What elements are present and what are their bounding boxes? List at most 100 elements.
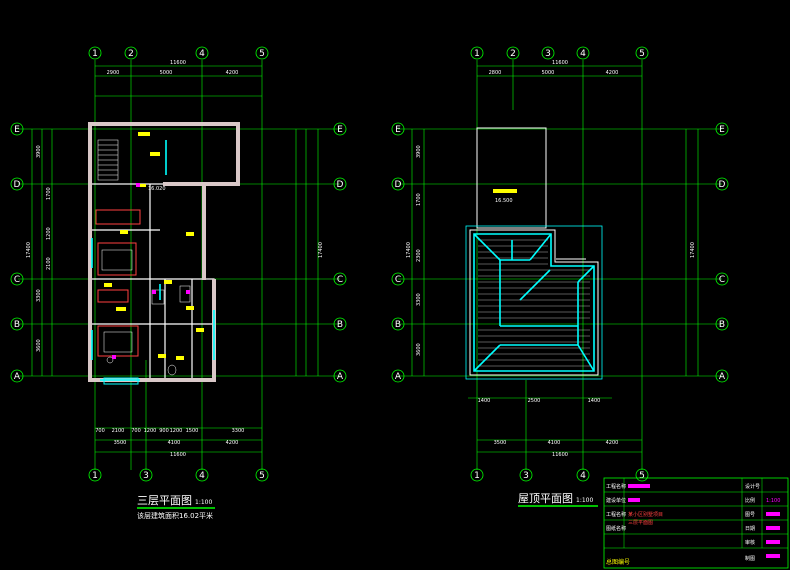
right-row-bubbles-right: E D C B A [715, 122, 729, 383]
axis-bubble-label: 5 [639, 49, 645, 59]
dim-text: 4200 [606, 440, 619, 446]
dim-text: 11600 [552, 452, 568, 458]
axis-bubble-label: D [395, 180, 402, 190]
dim-text: 17400 [26, 242, 32, 258]
dim-text: 1200 [46, 227, 52, 240]
axis-bubble-label: 1 [92, 49, 98, 59]
axis-bubble-label: 3 [545, 49, 551, 59]
axis-bubble-label: 1 [474, 471, 480, 481]
title-block-label: 工程名称 [606, 483, 626, 490]
dim-text: 2500 [528, 398, 541, 404]
dim-text: 17400 [690, 242, 696, 258]
title-block-field [766, 554, 780, 558]
right-top-axis-bubbles: 1 2 3 4 5 [470, 46, 649, 60]
title-block-field [766, 526, 780, 530]
axis-bubble-label: C [337, 275, 343, 285]
axis-bubble-label: 4 [580, 471, 586, 481]
title-block: 工程名称 建设单位 工程名称 图纸名称 某小区别墅项目 三层平面图 设计号 比例… [603, 477, 789, 569]
dim-text: 1700 [46, 187, 52, 200]
title-block-field [766, 512, 780, 516]
dim-text: 11600 [170, 452, 186, 458]
right-plan-title: 屋顶平面图 [518, 492, 573, 505]
dim-text: 3300 [232, 428, 245, 434]
left-markers [112, 183, 190, 359]
third-floor-plan: 16.020 1 2 4 5 1 3 4 5 E D [10, 46, 347, 520]
dim-text: 3300 [36, 289, 42, 302]
left-plan-title: 三层平面图 [137, 494, 192, 507]
right-grid-lines [398, 60, 722, 470]
right-plan-scale: 1:100 [576, 497, 593, 504]
axis-bubble-label: A [14, 372, 21, 382]
left-plan-subtitle: 该层建筑面积16.02平米 [137, 511, 213, 520]
title-block-right-value: 1:100 [766, 498, 780, 504]
title-block-right-label: 日期 [745, 526, 755, 532]
dim-text: 2300 [416, 249, 422, 262]
dim-text: 2100 [46, 257, 52, 270]
left-top-axis-bubbles: 1 2 4 5 [88, 46, 269, 60]
axis-bubble-label: 1 [474, 49, 480, 59]
axis-bubble-label: 5 [639, 471, 645, 481]
right-bottom-axis-bubbles: 1 3 4 5 [470, 468, 649, 482]
title-block-footer: 总图编号 [606, 558, 630, 566]
dim-text: 1500 [186, 428, 199, 434]
dim-text: 11600 [170, 60, 186, 66]
stair [97, 139, 119, 181]
axis-bubble-label: B [337, 320, 343, 330]
axis-bubble-label: C [14, 275, 20, 285]
axis-bubble-label: D [719, 180, 726, 190]
left-room-labels [104, 132, 204, 360]
axis-bubble-label: A [337, 372, 344, 382]
dim-text: 4200 [226, 70, 239, 76]
roof-plan: 16.500 [391, 46, 729, 507]
dim-text: 5000 [542, 70, 555, 76]
axis-bubble-label: E [719, 125, 725, 135]
axis-bubble-label: E [395, 125, 401, 135]
left-plan-scale: 1:100 [195, 499, 212, 506]
roof-outline [469, 229, 599, 376]
dim-text: 3900 [36, 145, 42, 158]
dim-text: 17400 [318, 242, 324, 258]
title-block-value: 三层平面图 [628, 520, 653, 526]
dim-text: 1200 [170, 428, 183, 434]
dim-text: 1200 [144, 428, 157, 434]
axis-bubble-label: 5 [259, 49, 265, 59]
axis-bubble-label: 2 [510, 49, 516, 59]
axis-bubble-label: B [719, 320, 725, 330]
title-block-label: 建设单位 [606, 497, 626, 504]
axis-bubble-label: E [337, 125, 343, 135]
dim-text: 11600 [552, 60, 568, 66]
axis-bubble-label: 3 [523, 471, 529, 481]
dim-text: 700 [95, 428, 105, 434]
dim-text: 2800 [489, 70, 502, 76]
axis-bubble-label: A [719, 372, 726, 382]
axis-bubble-label: 5 [259, 471, 265, 481]
dim-text: 4200 [226, 440, 239, 446]
axis-bubble-label: A [395, 372, 402, 382]
right-dimension-texts: 11600 2800 5000 4200 1400 2500 1400 3500… [406, 60, 696, 458]
left-row-bubbles-right: E D C B A [333, 122, 347, 383]
dim-text: 900 [159, 428, 169, 434]
roof-elev-label: 16.500 [495, 198, 513, 204]
dim-text: 3500 [114, 440, 127, 446]
left-grid-lines [18, 60, 340, 470]
dim-text: 3300 [416, 293, 422, 306]
axis-bubble-label: E [14, 125, 20, 135]
left-windows [91, 140, 215, 385]
dim-text: 3900 [416, 145, 422, 158]
title-block-value: 某小区别墅项目 [628, 511, 663, 518]
dim-text: 3500 [494, 440, 507, 446]
title-block-right-label: 设计号 [745, 483, 760, 490]
dim-text: 3600 [36, 339, 42, 352]
axis-bubble-label: 1 [92, 471, 98, 481]
dim-text: 2900 [107, 70, 120, 76]
roof-terrace [476, 127, 547, 229]
axis-bubble-label: 4 [580, 49, 586, 59]
roof-elev-marker [493, 189, 517, 193]
axis-bubble-label: C [395, 275, 401, 285]
dim-text: 1400 [588, 398, 601, 404]
title-block-right-label: 比例 [745, 497, 755, 504]
title-block-right-label: 审核 [745, 539, 755, 546]
dim-text: 4100 [168, 440, 181, 446]
roof-ridges [465, 225, 603, 380]
title-block-label: 工程名称 [606, 511, 626, 518]
